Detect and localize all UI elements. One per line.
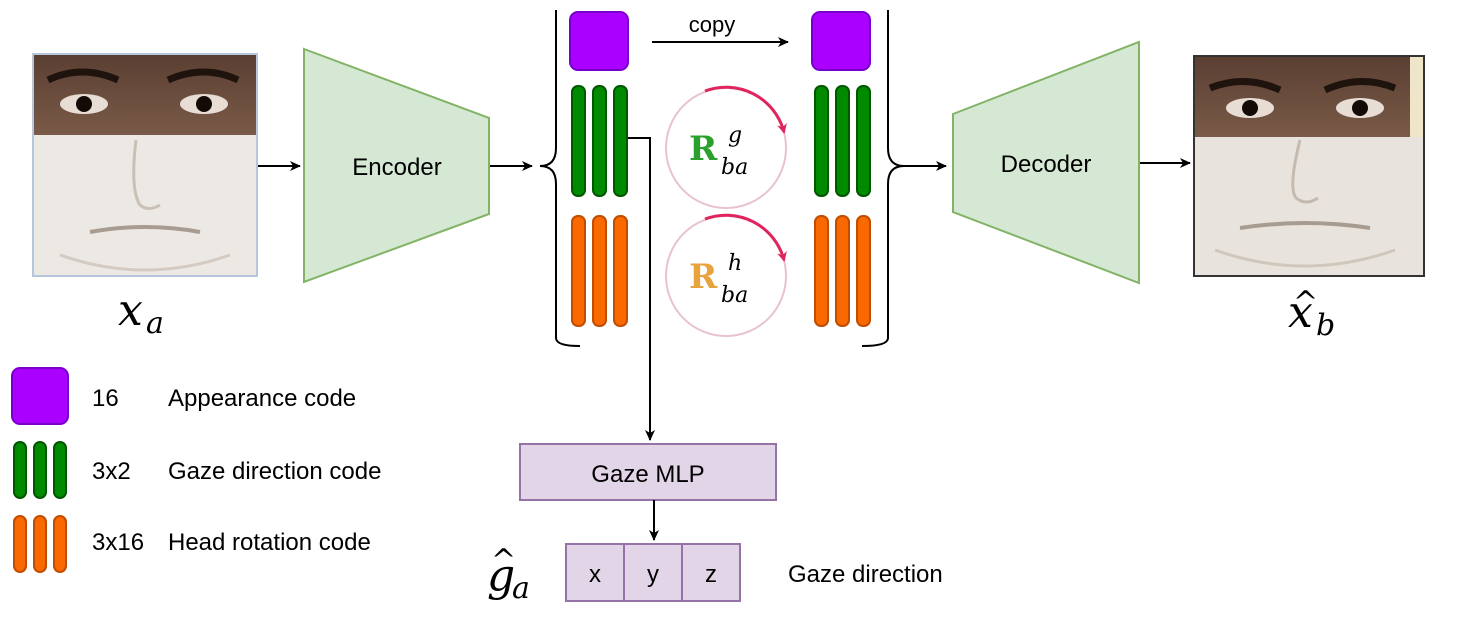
gaze-output-vector: x y z [565,543,741,602]
gaze-code-bar [814,85,829,197]
decoder-block: Decoder [952,40,1140,285]
svg-text:Head rotation code: Head rotation code [168,529,371,556]
svg-text:16: 16 [92,385,119,412]
svg-text:ba: ba [721,155,748,180]
copy-label: copy [689,12,735,37]
head-code-bar [613,215,628,327]
head-code-bar [856,215,871,327]
legend-swatch-appearance [11,367,69,425]
gaze-rotation: R g ba [665,85,787,209]
head-rotation: R h ba [665,213,787,337]
gaze-code-bar [835,85,850,197]
arrow-gaze-code-to-mlp [628,137,655,441]
gaze-direction-label: Gaze direction [788,561,943,588]
svg-text:a: a [146,306,164,341]
svg-text:y: y [647,561,659,588]
appearance-code-block [811,11,871,71]
svg-text:ba: ba [721,283,748,308]
gaze-code-bar [592,85,607,197]
gaze-code-bar [856,85,871,197]
legend-item-appearance: 16 Appearance code [11,367,356,425]
gaze-code-bar [613,85,628,197]
svg-text:x: x [1288,287,1313,338]
head-rotation-arrow [704,213,787,262]
head-code-bar [835,215,850,327]
vector-cell-y [623,543,683,602]
head-code-bar [592,215,607,327]
gaze-mlp-label: Gaze MLP [591,461,704,488]
encoder-label: Encoder [352,154,441,181]
svg-text:Gaze direction code: Gaze direction code [168,458,381,485]
input-face-label: x a [118,285,164,341]
gaze-mlp-block: Gaze MLP [519,443,777,501]
svg-text:h: h [728,251,742,276]
gaze-estimate-label: g ^ a [487,543,530,606]
head-code-bar [571,215,586,327]
decoder-label: Decoder [1001,151,1092,178]
legend-item-head: 3x16 Head rotation code [13,515,371,573]
head-code-bar [814,215,829,327]
svg-text:3x16: 3x16 [92,529,144,556]
svg-text:x: x [118,285,143,336]
legend-item-gaze: 3x2 Gaze direction code [13,441,381,499]
output-face-image [1193,55,1425,277]
input-face-image [32,53,258,277]
svg-text:R: R [689,129,718,169]
svg-text:a: a [512,571,530,606]
svg-text:g: g [728,123,742,148]
svg-text:x: x [589,561,601,588]
encoder-block: Encoder [303,47,490,284]
appearance-code-block [569,11,629,71]
legend: 16 Appearance code 3x2 Gaze direction co… [11,367,381,573]
svg-text:Appearance code: Appearance code [168,385,356,412]
output-face-label: x ^ b [1288,285,1335,343]
vector-cell-z [681,543,741,602]
svg-text:^: ^ [1293,285,1318,320]
gaze-rotation-arrow [704,85,787,134]
left-brace [539,10,581,347]
svg-text:R: R [689,257,718,297]
source-latent-codes [569,11,629,327]
svg-text:^: ^ [491,543,516,578]
svg-text:g: g [487,550,515,601]
svg-text:z: z [705,561,717,588]
target-latent-codes [811,11,871,327]
gaze-code-bar [571,85,586,197]
svg-text:b: b [1316,308,1335,343]
svg-text:3x2: 3x2 [92,458,131,485]
right-brace [861,10,905,347]
